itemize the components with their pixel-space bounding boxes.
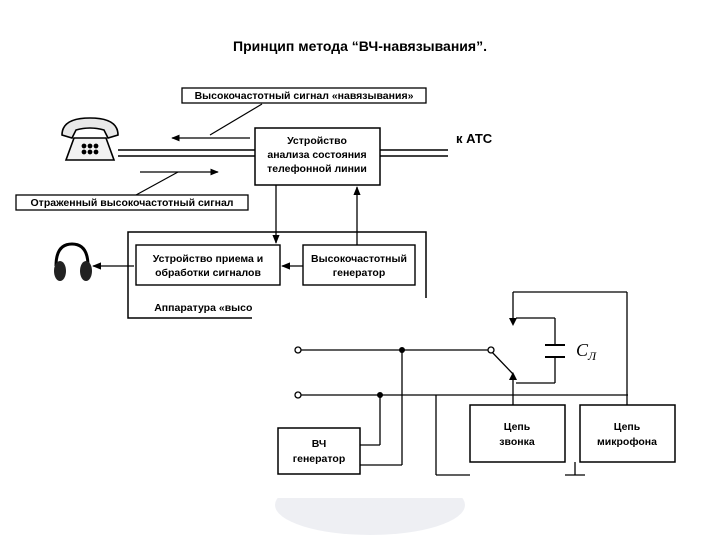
capacitor-arrow-top <box>509 318 517 326</box>
receiver-box <box>135 244 281 286</box>
bell-circuit-box <box>469 404 566 463</box>
junction-dot <box>377 392 383 398</box>
terminal-upper <box>294 346 302 354</box>
mic-circuit-line-1: Цепь <box>614 421 641 433</box>
capacitor-label: СЛ <box>576 340 597 363</box>
line-analyzer-box <box>254 127 381 186</box>
bell-circuit-line-1: Цепь <box>504 421 531 433</box>
mic-circuit-line-2: микрофона <box>597 436 657 448</box>
hf-signal-label: Высокочастотный сигнал «навязывания» <box>195 90 414 102</box>
bottom-circuit-wires <box>300 291 628 476</box>
capacitor-symbol <box>545 344 565 358</box>
hf-signal-pointer <box>209 103 263 136</box>
hf-signal-label-box <box>181 87 427 104</box>
terminal-lower <box>294 391 302 399</box>
junction-dot <box>399 347 405 353</box>
page-title: Принцип метода “ВЧ-навязывания”. <box>233 38 487 54</box>
exchange-label: к АТС <box>456 131 493 146</box>
switch-contact <box>487 346 495 354</box>
analyzer-line-3: телефонной линии <box>267 163 367 175</box>
hf-generator-line-2: генератор <box>293 453 345 465</box>
capacitor-arrow-bottom <box>509 372 517 380</box>
reflected-signal-label-box <box>15 194 249 211</box>
hf-generator-line-1: ВЧ <box>312 438 327 450</box>
generator-box <box>302 244 416 286</box>
generator-line-2: генератор <box>333 267 385 279</box>
receiver-line-1: Устройство приема и <box>153 253 264 265</box>
reflected-signal-label: Отраженный высокочастотный сигнал <box>31 197 234 209</box>
analyzer-line-2: анализа состояния <box>267 149 366 161</box>
telephone-line <box>118 149 448 157</box>
analyzer-line-1: Устройство <box>287 135 347 147</box>
bell-circuit-line-2: звонка <box>499 436 535 448</box>
telephone-icon <box>61 117 119 161</box>
headphones-icon <box>54 242 92 281</box>
reflected-signal-pointer <box>135 171 179 196</box>
hf-generator-box <box>277 427 361 475</box>
receiver-line-2: обработки сигналов <box>155 267 261 279</box>
mic-circuit-box <box>579 404 676 463</box>
generator-line-1: Высокочастотный <box>311 253 407 265</box>
